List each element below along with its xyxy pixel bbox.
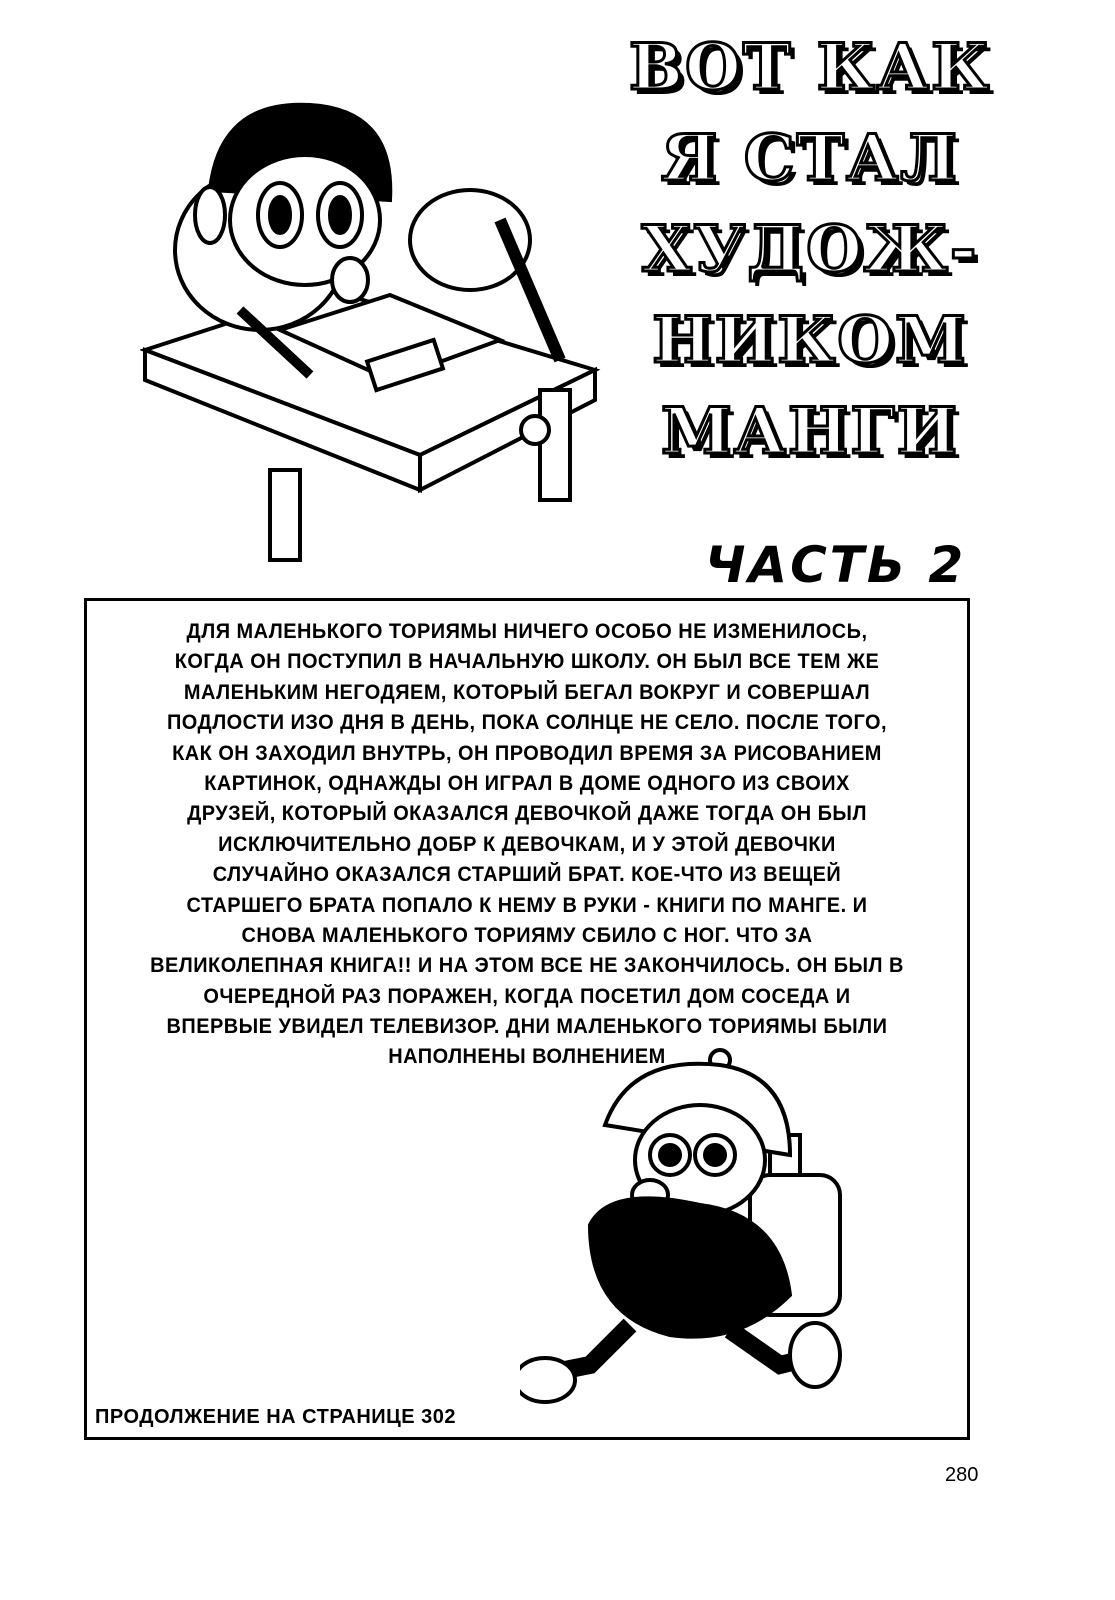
story-line: ДРУЗЕЙ, КОТОРЫЙ ОКАЗАЛСЯ ДЕВОЧКОЙ ДАЖЕ Т… <box>187 802 867 826</box>
story-line: ВПЕРВЫЕ УВИДЕЛ ТЕЛЕВИЗОР. ДНИ МАЛЕНЬКОГО… <box>166 1015 888 1039</box>
story-line: ОЧЕРЕДНОЙ РАЗ ПОРАЖЕН, КОГДА ПОСЕТИЛ ДОМ… <box>203 984 851 1008</box>
story-panel: ДЛЯ МАЛЕНЬКОГО ТОРИЯМЫ НИЧЕГО ОСОБО НЕ И… <box>84 598 970 1440</box>
story-line: ПОДЛОСТИ ИЗО ДНЯ В ДЕНЬ, ПОКА СОЛНЦЕ НЕ … <box>166 711 888 735</box>
robot-artist-at-desk-illustration <box>140 102 601 562</box>
title-line: МАНГИ <box>659 393 960 471</box>
title-line: НИКОМ <box>651 302 968 380</box>
story-line: КАРТИНОК, ОДНАЖДЫ ОН ИГРАЛ В ДОМЕ ОДНОГО… <box>204 771 850 795</box>
story-line: КОГДА ОН ПОСТУПИЛ В НАЧАЛЬНУЮ ШКОЛУ. ОН … <box>174 650 880 674</box>
title: ВОТ КАК Я СТАЛ ХУДОЖ- НИКОМ МАНГИ <box>620 22 1000 482</box>
story-line: СНОВА МАЛЕНЬКОГО ТОРИЯМУ СБИЛО С НОГ. ЧТ… <box>241 923 813 947</box>
page-number: 280 <box>945 1464 979 1486</box>
running-schoolboy-illustration <box>520 1048 842 1404</box>
story-line: ВЕЛИКОЛЕПНАЯ КНИГА!! И НА ЭТОМ ВСЕ НЕ ЗА… <box>150 954 904 978</box>
story-line: ИСКЛЮЧИТЕЛЬНО ДОБР К ДЕВОЧКАМ, И У ЭТОЙ … <box>218 832 836 856</box>
story-line: СТАРШЕГО БРАТА ПОПАЛО К НЕМУ В РУКИ - КН… <box>186 893 868 917</box>
continued-note: ПРОДОЛЖЕНИЕ НА СТРАНИЦЕ 302 <box>95 1406 457 1428</box>
story-line: НАПОЛНЕНЫ ВОЛНЕНИЕМ <box>388 1045 666 1069</box>
story-text: ДЛЯ МАЛЕНЬКОГО ТОРИЯМЫ НИЧЕГО ОСОБО НЕ И… <box>87 617 967 1073</box>
title-line: Я СТАЛ <box>660 120 959 198</box>
title-line: ВОТ КАК <box>627 29 992 107</box>
story-line: МАЛЕНЬКИМ НЕГОДЯЕМ, КОТОРЫЙ БЕГАЛ ВОКРУГ… <box>183 680 871 704</box>
title-line: ХУДОЖ- <box>640 211 979 289</box>
story-line: КАК ОН ЗАХОДИЛ ВНУТРЬ, ОН ПРОВОДИЛ ВРЕМЯ… <box>172 741 882 765</box>
story-line: СЛУЧАЙНО ОКАЗАЛСЯ СТАРШИЙ БРАТ. КОЕ-ЧТО … <box>212 863 842 887</box>
story-line: ДЛЯ МАЛЕНЬКОГО ТОРИЯМЫ НИЧЕГО ОСОБО НЕ И… <box>186 620 868 643</box>
part-heading: ЧАСТЬ 2 <box>705 536 967 594</box>
